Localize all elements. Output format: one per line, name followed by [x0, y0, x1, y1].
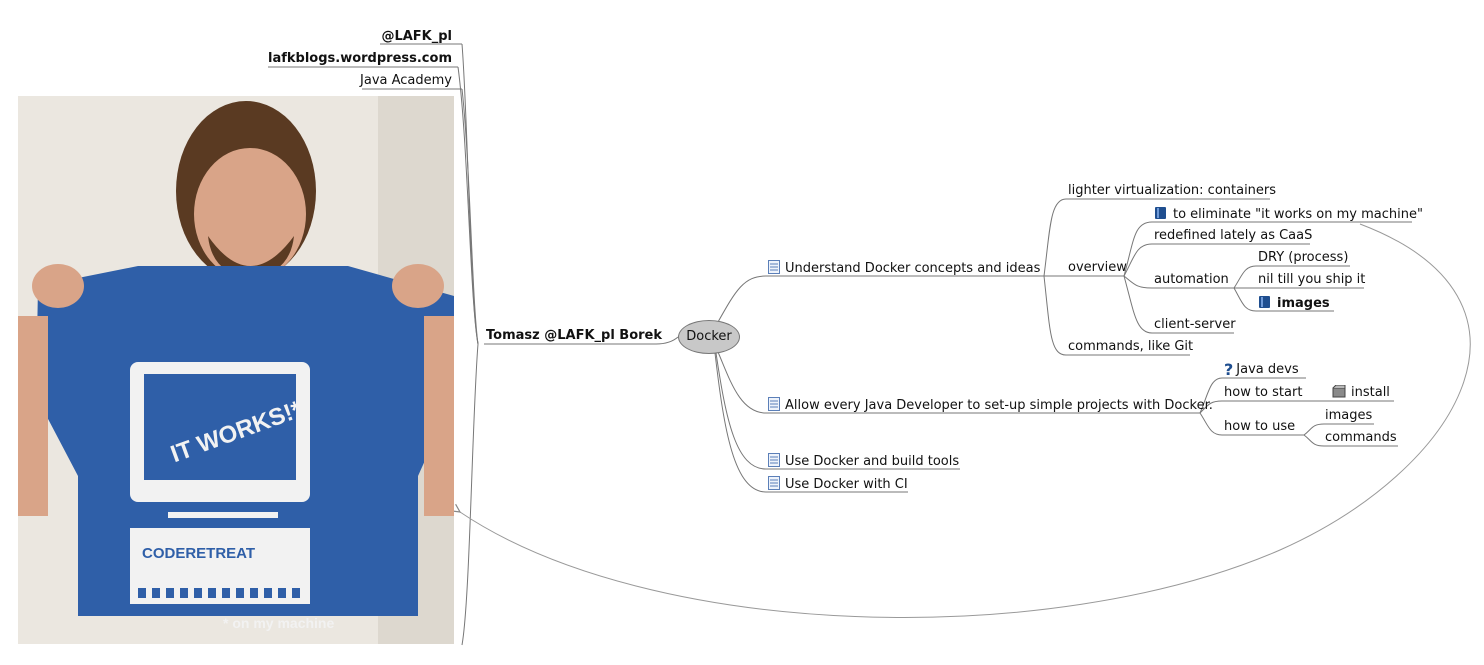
notes-icon	[768, 476, 780, 495]
author-org[interactable]: Java Academy	[360, 73, 452, 88]
topic-commands-like-git[interactable]: commands, like Git	[1068, 339, 1194, 354]
author-blog[interactable]: lafkblogs.wordpress.com	[268, 51, 452, 66]
topic-understand-docker[interactable]: Understand Docker concepts and ideas	[768, 260, 1040, 279]
notes-icon	[768, 397, 780, 416]
relation-arrow	[460, 223, 1471, 618]
book-icon	[1258, 295, 1272, 314]
topic-label: install	[1351, 385, 1390, 400]
topic-images-use[interactable]: images	[1325, 408, 1373, 423]
book-icon	[1154, 206, 1168, 225]
shirt-brand: CODERETREAT	[142, 545, 255, 562]
topic-overview[interactable]: overview	[1068, 260, 1127, 275]
shirt-footnote: * on my machine	[223, 615, 334, 631]
topic-label: Use Docker and build tools	[785, 454, 960, 469]
topic-java-devs[interactable]: ?Java devs	[1224, 362, 1299, 378]
topic-images-automation[interactable]: images	[1258, 295, 1330, 314]
topic-label: images	[1277, 296, 1330, 311]
topic-label: Use Docker with CI	[785, 477, 908, 492]
topic-lighter-virtualization[interactable]: lighter virtualization: containers	[1068, 183, 1277, 198]
topic-caas[interactable]: redefined lately as CaaS	[1154, 228, 1313, 243]
author-node[interactable]: Tomasz @LAFK_pl Borek	[486, 328, 663, 343]
author-photo: IT WORKS!* CODERETREAT * on my machine	[18, 96, 454, 644]
topic-dry[interactable]: DRY (process)	[1258, 250, 1349, 265]
topic-label: Allow every Java Developer to set-up sim…	[785, 398, 1213, 413]
topic-allow-java-developer[interactable]: Allow every Java Developer to set-up sim…	[768, 397, 1213, 416]
package-icon	[1332, 384, 1346, 403]
topic-install[interactable]: install	[1332, 384, 1390, 403]
topic-label: Understand Docker concepts and ideas	[785, 261, 1041, 276]
notes-icon	[768, 260, 780, 279]
central-topic[interactable]: Docker	[678, 320, 740, 354]
topic-nil-till-ship[interactable]: nil till you ship it	[1258, 272, 1366, 287]
topic-build-tools[interactable]: Use Docker and build tools	[768, 453, 959, 472]
topic-docker-ci[interactable]: Use Docker with CI	[768, 476, 908, 495]
topic-label: to eliminate "it works on my machine"	[1173, 207, 1423, 222]
topic-automation[interactable]: automation	[1154, 272, 1229, 287]
topic-how-to-use[interactable]: how to use	[1224, 419, 1296, 434]
topic-commands-use[interactable]: commands	[1325, 430, 1397, 445]
question-icon: ?	[1224, 360, 1234, 379]
author-handle[interactable]: @LAFK_pl	[381, 29, 452, 44]
topic-how-to-start[interactable]: how to start	[1224, 385, 1303, 400]
topic-client-server[interactable]: client-server	[1154, 317, 1236, 332]
notes-icon	[768, 453, 780, 472]
topic-eliminate[interactable]: to eliminate "it works on my machine"	[1154, 206, 1423, 225]
topic-label: Java devs	[1236, 362, 1299, 377]
